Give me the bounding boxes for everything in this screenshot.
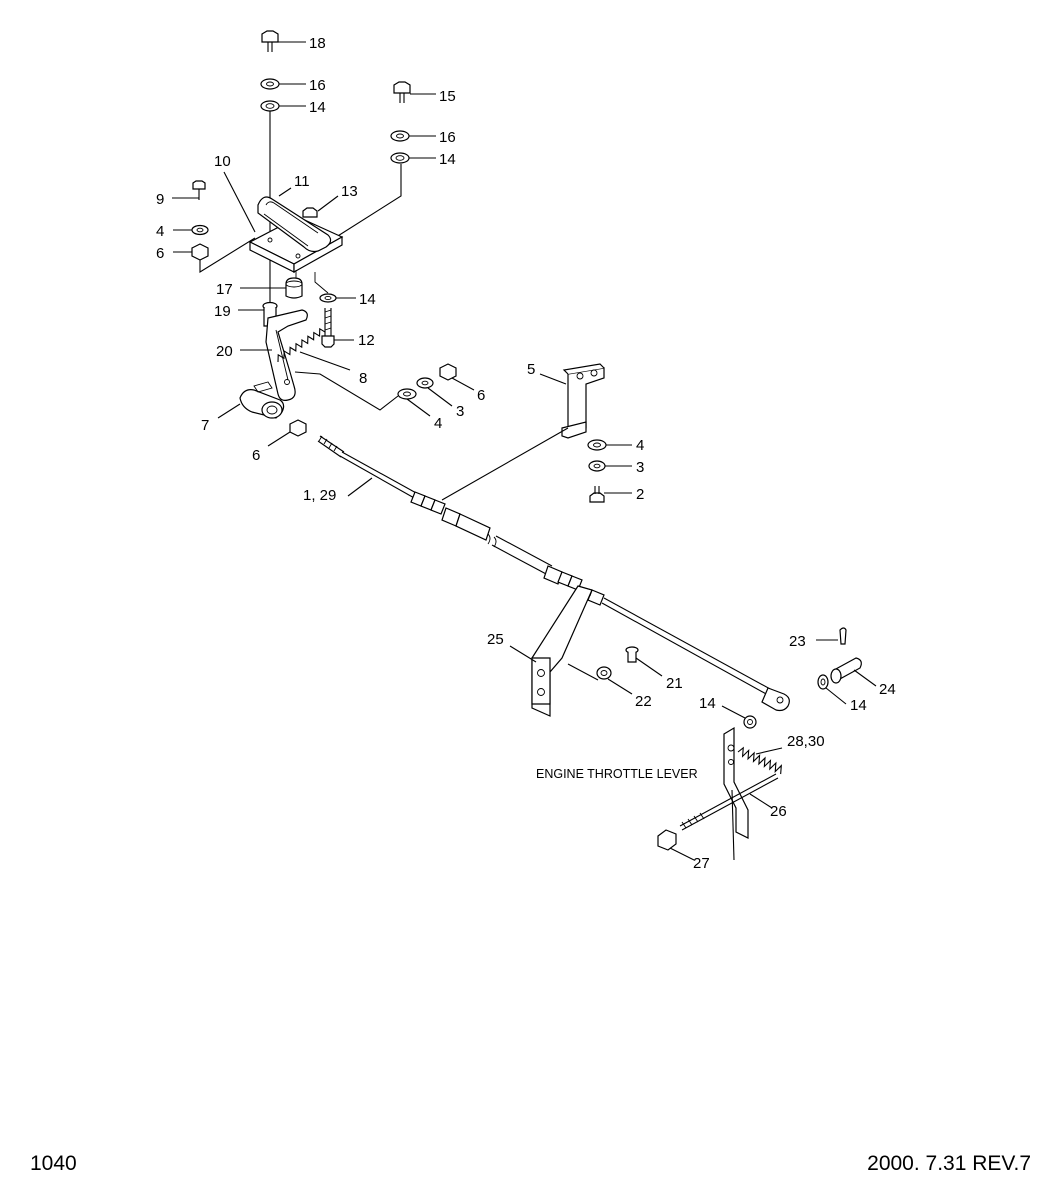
callout-23: 23 (789, 633, 806, 650)
handle-11-icon (257, 187, 332, 253)
callout-10: 10 (214, 153, 231, 170)
engine-throttle-lever-label: ENGINE THROTTLE LEVER (536, 767, 698, 781)
bolt-13-icon (302, 195, 339, 218)
bolt-12-icon (321, 308, 354, 348)
cotter-pin-23-icon (816, 627, 847, 645)
callout-21: 21 (666, 675, 683, 692)
spring-28-30-icon (737, 746, 783, 775)
callout-22: 22 (635, 693, 652, 710)
washer-4b-icon (397, 388, 431, 417)
callout-16b: 16 (439, 129, 456, 146)
callout-3b: 3 (636, 459, 644, 476)
callout-11: 11 (294, 173, 310, 190)
callout-4c: 4 (636, 437, 644, 454)
callout-15: 15 (439, 88, 456, 105)
callout-18: 18 (309, 35, 326, 52)
callout-4b: 4 (434, 415, 442, 432)
callout-14: 14 (309, 99, 326, 116)
washer-4c-icon (587, 439, 632, 451)
callout-25: 25 (487, 631, 504, 648)
callout-1-29: 1, 29 (303, 487, 336, 504)
callout-12: 12 (358, 332, 375, 349)
engine-throttle-lever-icon (723, 726, 749, 861)
callout-28-30: 28,30 (787, 733, 825, 750)
washer-14b-icon (321, 152, 436, 247)
nut-27-icon (657, 829, 695, 861)
callout-4: 4 (156, 223, 164, 240)
revision-date: 2000. 7.31 REV.7 (867, 1152, 1031, 1175)
callout-27: 27 (693, 855, 710, 872)
washer-16b-icon (390, 130, 436, 142)
callout-6c: 6 (477, 387, 485, 404)
callout-2: 2 (636, 486, 644, 503)
callout-3: 3 (456, 403, 464, 420)
callout-8: 8 (359, 370, 367, 387)
nut-6c-icon (439, 363, 475, 391)
bolt-18-icon (261, 30, 306, 52)
bracket-25-icon (509, 585, 599, 717)
callout-5: 5 (527, 361, 535, 378)
clevis-pin-24-icon (830, 657, 877, 687)
lever-20-icon (240, 309, 308, 401)
callout-16: 16 (309, 77, 326, 94)
bolt-9-icon (172, 180, 206, 200)
callout-14e: 14 (850, 697, 867, 714)
lockwasher-3-icon (416, 377, 453, 407)
washer-4-icon (173, 224, 209, 236)
callout-19: 19 (214, 303, 231, 320)
callout-7: 7 (201, 417, 209, 434)
callout-6: 6 (156, 245, 164, 262)
bolt-15-icon (393, 81, 436, 103)
callout-14b: 14 (439, 151, 456, 168)
washer-22-icon (596, 666, 633, 695)
bolt-2-icon (589, 486, 632, 503)
washer-14e-icon (721, 705, 757, 729)
callout-14d: 14 (699, 695, 716, 712)
callout-13: 13 (341, 183, 358, 200)
rod-26-icon (679, 773, 779, 831)
callout-24: 24 (879, 681, 896, 698)
washer-16-icon (260, 78, 306, 90)
nut-6b-icon (267, 419, 307, 447)
callout-9: 9 (156, 191, 164, 208)
callout-6b: 6 (252, 447, 260, 464)
callout-20: 20 (216, 343, 233, 360)
page-number: 1040 (30, 1152, 77, 1175)
bushing-17-icon (240, 270, 303, 299)
ball-joint-7-icon (217, 381, 285, 419)
callout-17: 17 (216, 281, 233, 298)
callout-14c: 14 (359, 291, 376, 308)
bracket-5-icon (539, 363, 605, 439)
washer-14c-icon (314, 272, 356, 303)
nut-6-icon (173, 237, 256, 273)
lockwasher-3b-icon (588, 460, 632, 472)
washer-14d-icon (817, 674, 847, 705)
bolt-21-icon (625, 646, 663, 677)
callout-26: 26 (770, 803, 787, 820)
spring-8-icon (277, 327, 351, 371)
